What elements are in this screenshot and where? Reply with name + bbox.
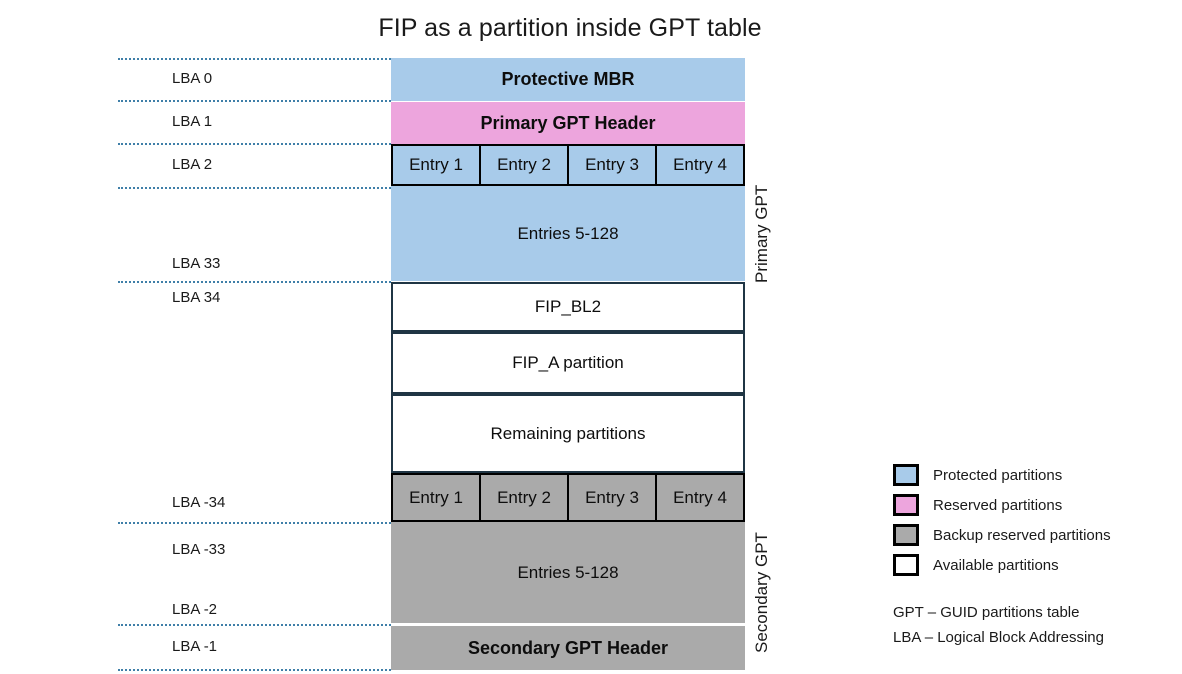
entry-cell: Entry 2 bbox=[481, 475, 569, 520]
legend-item: Backup reserved partitions bbox=[893, 520, 1111, 550]
legend-item-label: Protected partitions bbox=[933, 466, 1063, 484]
entry-cell: Entry 1 bbox=[393, 146, 481, 184]
primary-entries-5-128: Entries 5-128 bbox=[391, 186, 745, 281]
secondary-gpt-label: Secondary GPT bbox=[752, 532, 771, 653]
lba-label: LBA 2 bbox=[172, 156, 213, 173]
entry-cell: Entry 3 bbox=[569, 475, 657, 520]
leader-line bbox=[118, 624, 391, 626]
lba-label: LBA -33 bbox=[172, 541, 226, 558]
primary-gpt-label: Primary GPT bbox=[752, 184, 771, 283]
lba-label: LBA -2 bbox=[172, 601, 218, 618]
legend-swatch-icon bbox=[893, 464, 919, 486]
legend-note: LBA – Logical Block Addressing bbox=[893, 629, 1104, 646]
leader-line bbox=[118, 281, 391, 283]
legend-swatch-icon bbox=[893, 524, 919, 546]
entry-cell: Entry 1 bbox=[393, 475, 481, 520]
fip-bl2: FIP_BL2 bbox=[391, 282, 745, 332]
lba-label: LBA 1 bbox=[172, 113, 213, 130]
leader-line bbox=[118, 522, 391, 524]
legend-item: Available partitions bbox=[893, 550, 1111, 580]
legend-item: Reserved partitions bbox=[893, 490, 1111, 520]
secondary-gpt-header: Secondary GPT Header bbox=[391, 626, 745, 670]
secondary-entries-5-128: Entries 5-128 bbox=[391, 522, 745, 623]
legend-note: GPT – GUID partitions table bbox=[893, 604, 1080, 621]
lba-label: LBA 33 bbox=[172, 255, 221, 272]
leader-line bbox=[118, 143, 391, 145]
entry-cell: Entry 4 bbox=[657, 475, 743, 520]
page-title: FIP as a partition inside GPT table bbox=[378, 14, 762, 42]
legend-item-label: Available partitions bbox=[933, 556, 1059, 574]
band-separator bbox=[391, 623, 745, 626]
legend-item-label: Reserved partitions bbox=[933, 496, 1063, 514]
entry-cell: Entry 4 bbox=[657, 146, 743, 184]
lba-label: LBA -34 bbox=[172, 494, 226, 511]
lba-label: LBA 34 bbox=[172, 289, 221, 306]
leader-line bbox=[118, 187, 391, 189]
lba-label: LBA 0 bbox=[172, 70, 213, 87]
primary-gpt-header: Primary GPT Header bbox=[391, 102, 745, 144]
protective-mbr: Protective MBR bbox=[391, 58, 745, 101]
leader-line bbox=[118, 58, 391, 60]
legend-swatch-icon bbox=[893, 494, 919, 516]
legend-item: Protected partitions bbox=[893, 460, 1111, 490]
fip-a-partition: FIP_A partition bbox=[391, 332, 745, 394]
remaining-partitions: Remaining partitions bbox=[391, 394, 745, 473]
entry-cell: Entry 2 bbox=[481, 146, 569, 184]
legend-swatch-icon bbox=[893, 554, 919, 576]
leader-line bbox=[118, 669, 391, 671]
lba-label: LBA -1 bbox=[172, 638, 218, 655]
leader-line bbox=[118, 100, 391, 102]
entry-cell: Entry 3 bbox=[569, 146, 657, 184]
legend-item-label: Backup reserved partitions bbox=[933, 526, 1111, 544]
